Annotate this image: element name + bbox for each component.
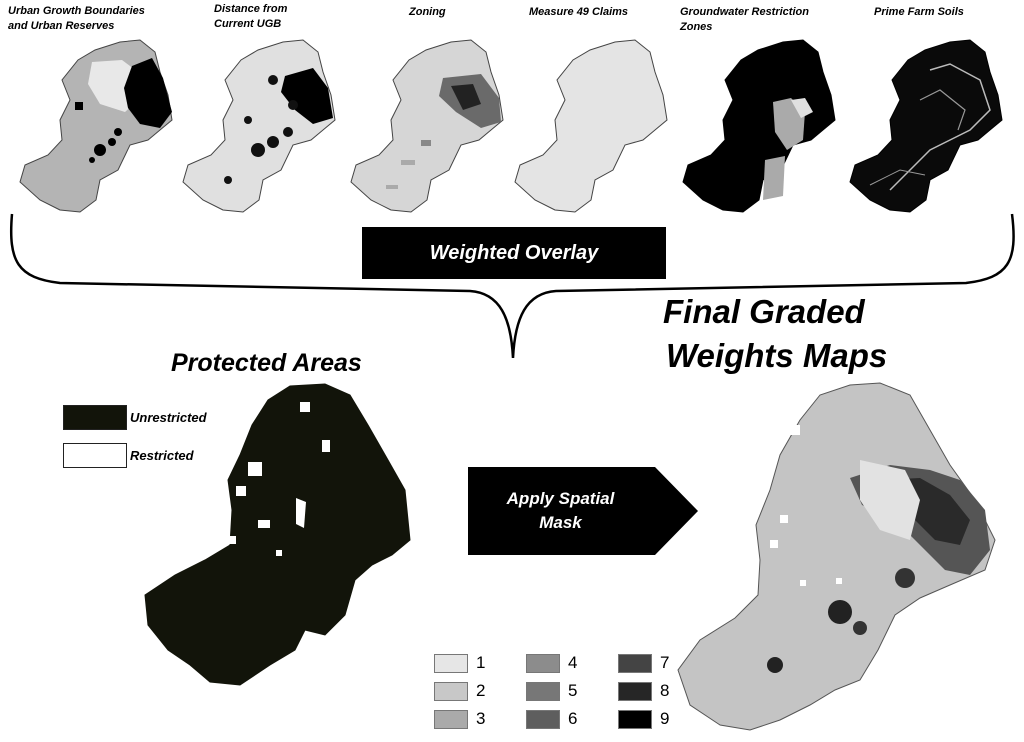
weight-label-3: 3 (476, 709, 486, 728)
map-title-measure49: Measure 49 Claims (529, 6, 629, 18)
protected-areas-county (144, 383, 411, 686)
weight-swatch-7 (618, 654, 652, 673)
final-weights-map (677, 382, 996, 731)
final-title-line2: Weights Maps (666, 337, 888, 374)
map-distance (182, 39, 336, 213)
weight-swatch-4 (526, 654, 560, 673)
map-groundwater (682, 39, 836, 213)
weight-label-1: 1 (476, 653, 486, 672)
map-title-ugb: Urban Growth Boundaries and Urban Reserv… (8, 5, 145, 32)
protected-areas-title: Protected Areas (171, 349, 362, 377)
map-farm-soils-county (849, 39, 1003, 213)
legend-swatch-restricted (63, 443, 127, 468)
weight-label-4: 4 (568, 653, 578, 672)
weight-swatch-2 (434, 682, 468, 701)
weight-swatch-1 (434, 654, 468, 673)
apply-mask-arrow (468, 467, 698, 555)
weight-label-8: 8 (660, 681, 670, 700)
weight-swatch-8 (618, 682, 652, 701)
map-title-farm-soils: Prime Farm Soils (874, 6, 964, 18)
apply-mask-label: Apply Spatial Mask (506, 489, 615, 532)
map-distance-county (182, 39, 336, 213)
weight-label-9: 9 (660, 709, 670, 728)
weight-swatch-6 (526, 710, 560, 729)
weight-swatch-9 (618, 710, 652, 729)
map-measure49-county (514, 39, 668, 213)
map-groundwater-county (682, 39, 836, 213)
legend-label-unrestricted: Unrestricted (130, 410, 207, 425)
map-ugb (19, 39, 173, 213)
weight-label-2: 2 (476, 681, 486, 700)
map-ugb-dark-zone (124, 58, 172, 128)
map-title-distance: Distance from Current UGB (214, 3, 288, 30)
weight-label-6: 6 (568, 709, 578, 728)
legend-label-restricted: Restricted (130, 448, 194, 463)
map-farm-soils (849, 39, 1003, 213)
final-title-line1: Final Graded (663, 293, 865, 330)
map-zoning (350, 39, 504, 213)
weight-label-7: 7 (660, 653, 670, 672)
weighted-overlay-label: Weighted Overlay (362, 227, 666, 279)
weight-label-5: 5 (568, 681, 578, 700)
weight-swatch-5 (526, 682, 560, 701)
protected-areas-map (144, 383, 411, 686)
map-title-zoning: Zoning (409, 6, 446, 18)
map-title-groundwater: Groundwater Restriction Zones (680, 6, 809, 33)
weight-swatch-3 (434, 710, 468, 729)
legend-swatch-unrestricted (63, 405, 127, 430)
overlay-brace (10, 213, 1015, 359)
